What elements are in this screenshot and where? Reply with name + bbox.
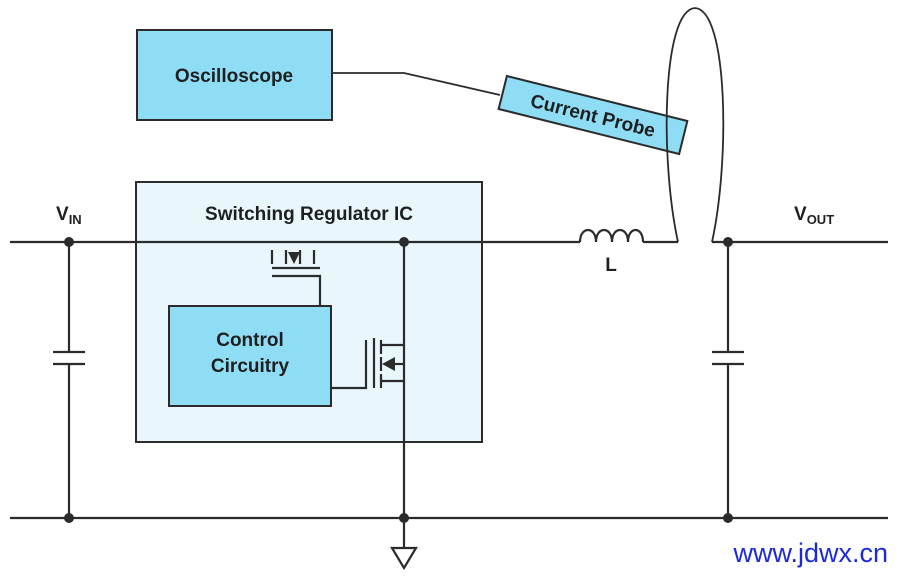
probe-cable [332,72,501,96]
current-probe: Current Probe [497,74,689,156]
control-label-line1: Control [216,330,284,351]
control-circuitry-box [168,305,332,407]
vin-label: VIN [56,204,82,227]
ground-icon [390,546,418,571]
probe-loop [665,7,725,243]
inductor-label: L [605,255,617,276]
control-label-line2: Circuitry [211,356,290,377]
oscilloscope-box [136,29,333,121]
vout-label: VOUT [794,204,834,227]
input-capacitor [53,237,85,523]
high-side-mosfet [270,250,322,306]
inductor-coil [578,228,645,243]
watermark-text: www.jdwx.cn [732,538,888,568]
output-capacitor [712,237,744,523]
low-side-mosfet [331,338,406,390]
oscilloscope-label: Oscilloscope [175,66,293,87]
regulator-ic-label: Switching Regulator IC [205,204,413,225]
switch-node [399,237,409,548]
